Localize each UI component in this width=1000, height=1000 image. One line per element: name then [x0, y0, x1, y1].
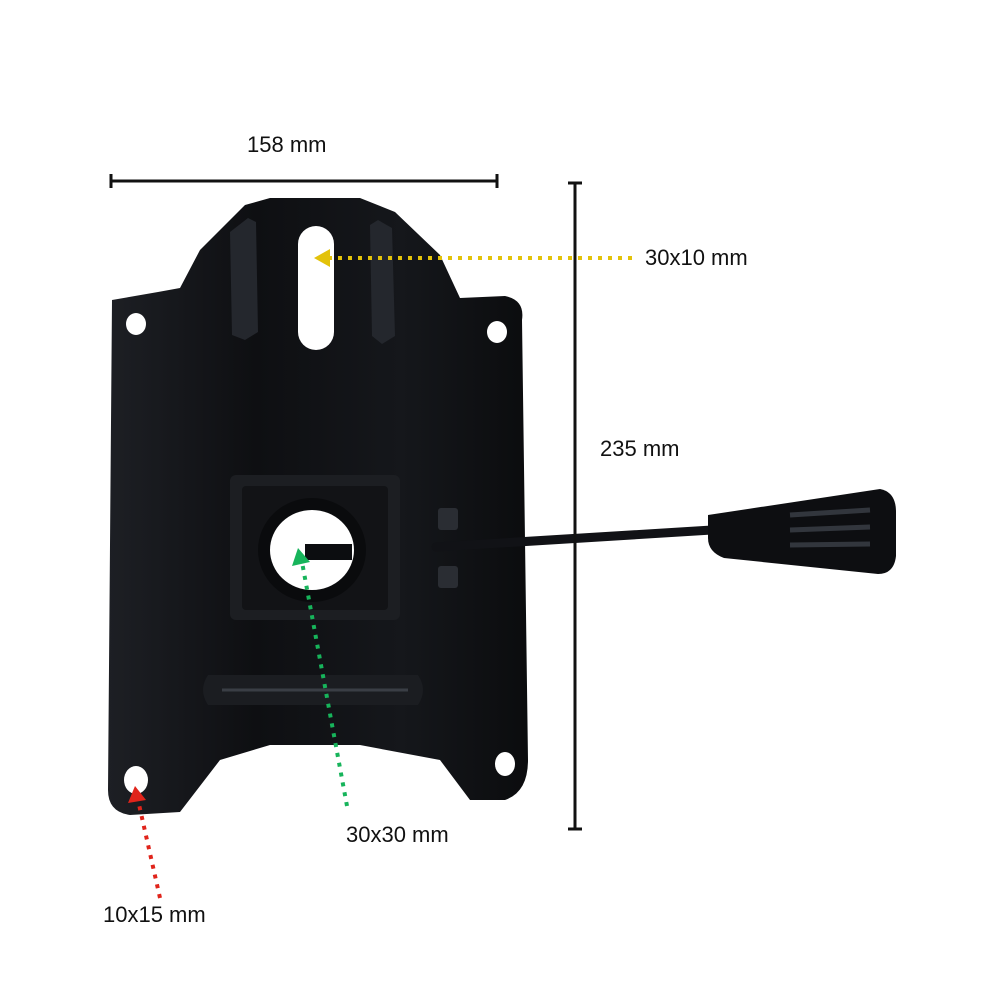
height-dimension-line [568, 181, 582, 831]
top-slot [298, 226, 334, 350]
top-left-hole [126, 313, 146, 335]
left-rail [230, 218, 258, 340]
right-rail [370, 220, 395, 344]
width-label: 158 mm [247, 132, 327, 157]
width-dimension-line [109, 174, 499, 188]
corner-hole-size-label: 10x15 mm [103, 902, 206, 927]
corner-hole-arrow [128, 786, 162, 899]
height-label: 235 mm [600, 436, 680, 461]
handle-grip-ridges [789, 507, 871, 548]
slot-arrow [314, 249, 632, 267]
bottom-right-hole [495, 752, 515, 776]
top-right-hole [487, 321, 507, 343]
center-hole-arrow [292, 548, 349, 807]
bottom-left-hole [124, 766, 148, 794]
center-hole-size-label: 30x30 mm [346, 822, 449, 847]
slot-size-label: 30x10 mm [645, 245, 748, 270]
